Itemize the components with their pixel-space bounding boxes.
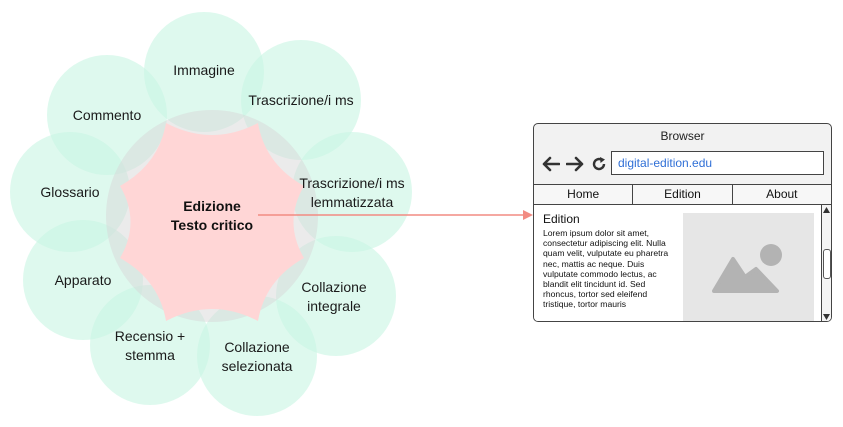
address-bar[interactable]: digital-edition.edu	[611, 151, 824, 175]
scroll-up-icon[interactable]	[823, 207, 830, 213]
label-immagine: Immagine	[173, 62, 235, 78]
nav-controls	[541, 154, 609, 174]
image-placeholder	[683, 213, 814, 321]
image-placeholder-icon	[712, 244, 782, 293]
forward-arrow-icon[interactable]	[565, 154, 585, 174]
label-commento: Commento	[73, 107, 142, 123]
tab-about[interactable]: About	[766, 187, 798, 201]
tab-home[interactable]: Home	[534, 185, 634, 204]
center-core	[120, 123, 304, 321]
content-title: Edition	[543, 212, 580, 226]
scroll-down-icon[interactable]	[823, 314, 830, 320]
browser-window: Browser digital-edition.edu Home Edition…	[533, 123, 832, 322]
label-lemmatizzata-2: lemmatizzata	[311, 194, 394, 210]
browser-title: Browser	[660, 129, 705, 143]
page-content: Edition Lorem ipsum dolor sit amet, cons…	[534, 205, 831, 321]
label-recensio-1: Recensio +	[115, 328, 185, 344]
petal-lemmatizzata	[292, 132, 412, 252]
center-label-line1: Edizione	[183, 198, 241, 214]
label-integrale-1: Collazione	[301, 279, 367, 295]
label-selezionata-1: Collazione	[224, 339, 290, 355]
content-text: Lorem ipsum dolor sit amet, consectetur …	[543, 228, 669, 310]
label-integrale-2: integrale	[307, 298, 361, 314]
label-trascrizione: Trascrizione/i ms	[248, 92, 353, 108]
back-arrow-icon[interactable]	[541, 154, 561, 174]
label-glossario: Glossario	[40, 184, 99, 200]
petal-collazione-selezionata	[197, 296, 317, 416]
label-recensio-2: stemma	[125, 347, 175, 363]
tab-edition[interactable]: Edition	[633, 185, 733, 204]
petal-immagine	[144, 12, 264, 132]
center-label-line2: Testo critico	[171, 217, 253, 233]
label-lemmatizzata-1: Trascrizione/i ms	[299, 175, 404, 191]
scrollbar[interactable]	[821, 205, 831, 321]
scroll-thumb[interactable]	[823, 249, 831, 279]
connector-arrowhead	[523, 210, 533, 220]
label-selezionata-2: selezionata	[222, 358, 293, 374]
reload-icon[interactable]	[589, 154, 609, 174]
label-apparato: Apparato	[55, 272, 112, 288]
site-nav: Home Edition About	[534, 184, 831, 205]
